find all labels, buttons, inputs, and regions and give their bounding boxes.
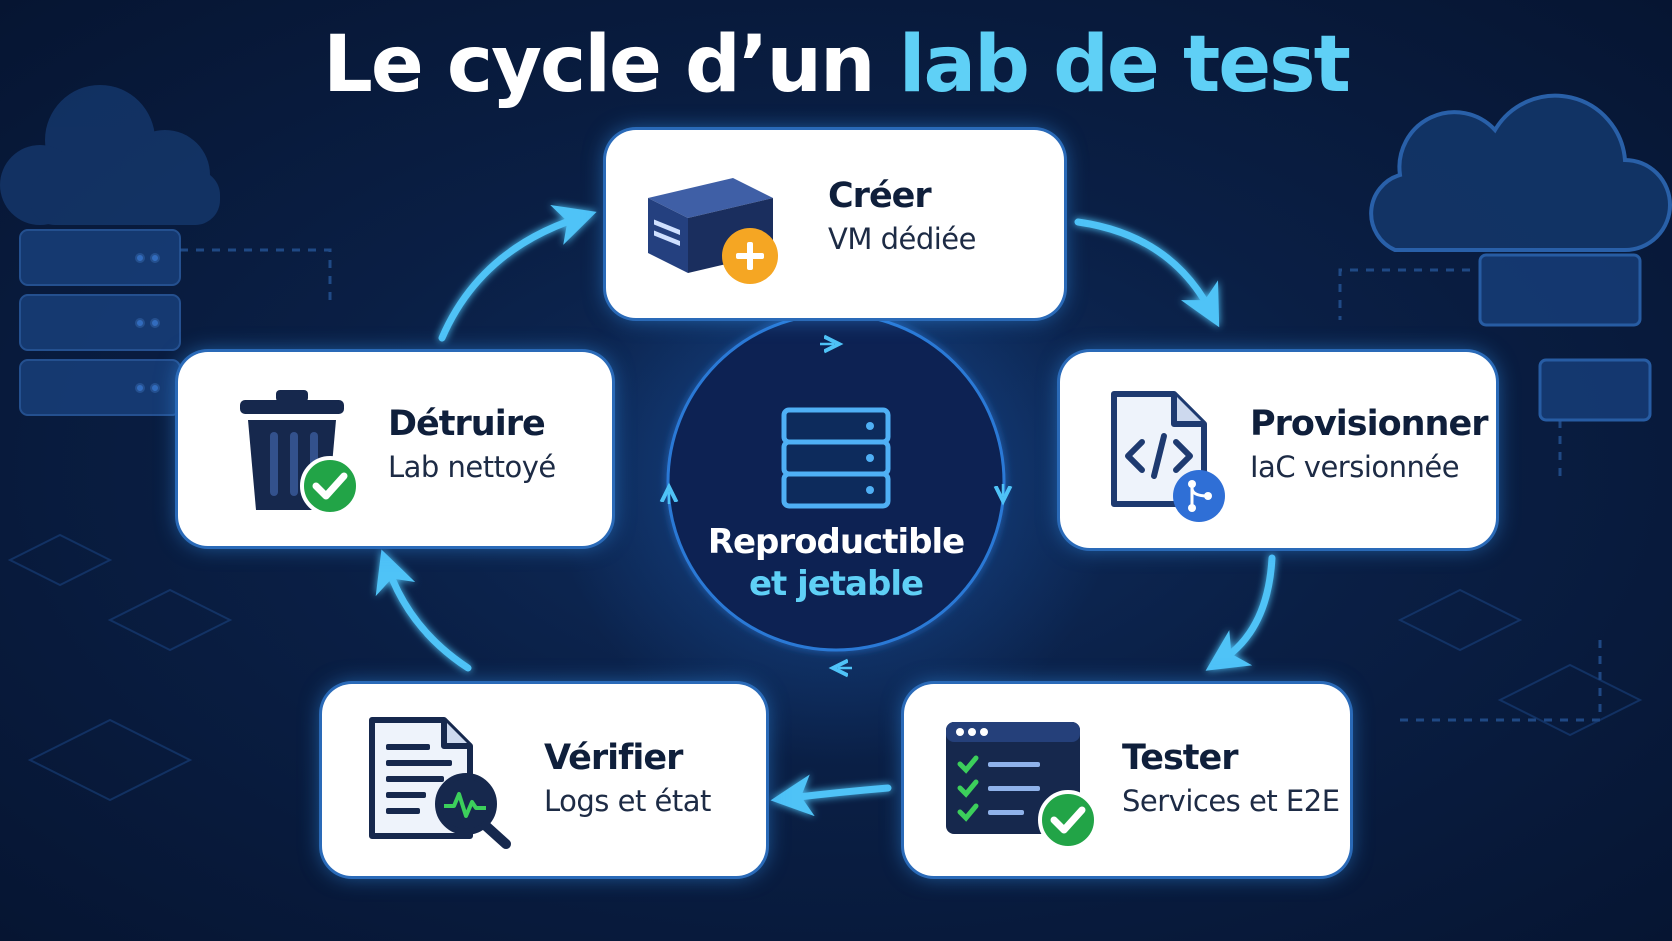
arrow-provision-to-test [1205, 554, 1276, 671]
title-part-1: Le cycle d’un [323, 20, 899, 110]
log-inspect-icon [369, 717, 511, 849]
step-title: Tester [1122, 738, 1239, 778]
step-card-test: Tester Services et E2E [904, 684, 1350, 876]
arrow-verify-to-destroy [375, 549, 472, 672]
checklist-window-icon [946, 722, 1098, 848]
center-label: Reproductible et jetable [660, 522, 1012, 604]
code-file-git-icon [1111, 391, 1225, 522]
title-part-2: lab de test [898, 20, 1351, 110]
step-title: Créer [828, 176, 932, 216]
step-card-verify: Vérifier Logs et état [322, 684, 766, 876]
step-card-create: Créer VM dédiée [606, 130, 1064, 318]
step-title: Provisionner [1250, 404, 1488, 444]
step-subtitle: IaC versionnée [1250, 450, 1460, 484]
server-stack-icon [781, 407, 891, 509]
arrow-test-to-verify [770, 774, 892, 817]
cloud-icon [0, 85, 220, 225]
ring-arrows [669, 344, 1003, 668]
step-subtitle: Lab nettoyé [388, 450, 556, 484]
step-title: Détruire [388, 404, 546, 444]
center-line-2: et jetable [748, 564, 924, 604]
server-add-icon [648, 178, 778, 284]
server-box-icon [1478, 253, 1652, 422]
page-title: Le cycle d’un lab de test [0, 20, 1672, 110]
step-card-provision: Provisionner IaC versionnée [1060, 352, 1496, 548]
step-subtitle: Logs et état [544, 784, 711, 818]
arrow-destroy-to-create [438, 204, 597, 342]
step-subtitle: VM dédiée [828, 222, 976, 256]
arrow-create-to-provision [1074, 218, 1220, 328]
step-card-destroy: Détruire Lab nettoyé [178, 352, 612, 546]
center-line-1: Reproductible [707, 522, 965, 562]
server-rack-icon [19, 229, 181, 416]
step-subtitle: Services et E2E [1122, 784, 1340, 818]
trash-check-icon [240, 390, 360, 516]
cloud-icon [1369, 93, 1672, 252]
cycle-arrows [375, 204, 1276, 817]
step-title: Vérifier [544, 738, 683, 778]
